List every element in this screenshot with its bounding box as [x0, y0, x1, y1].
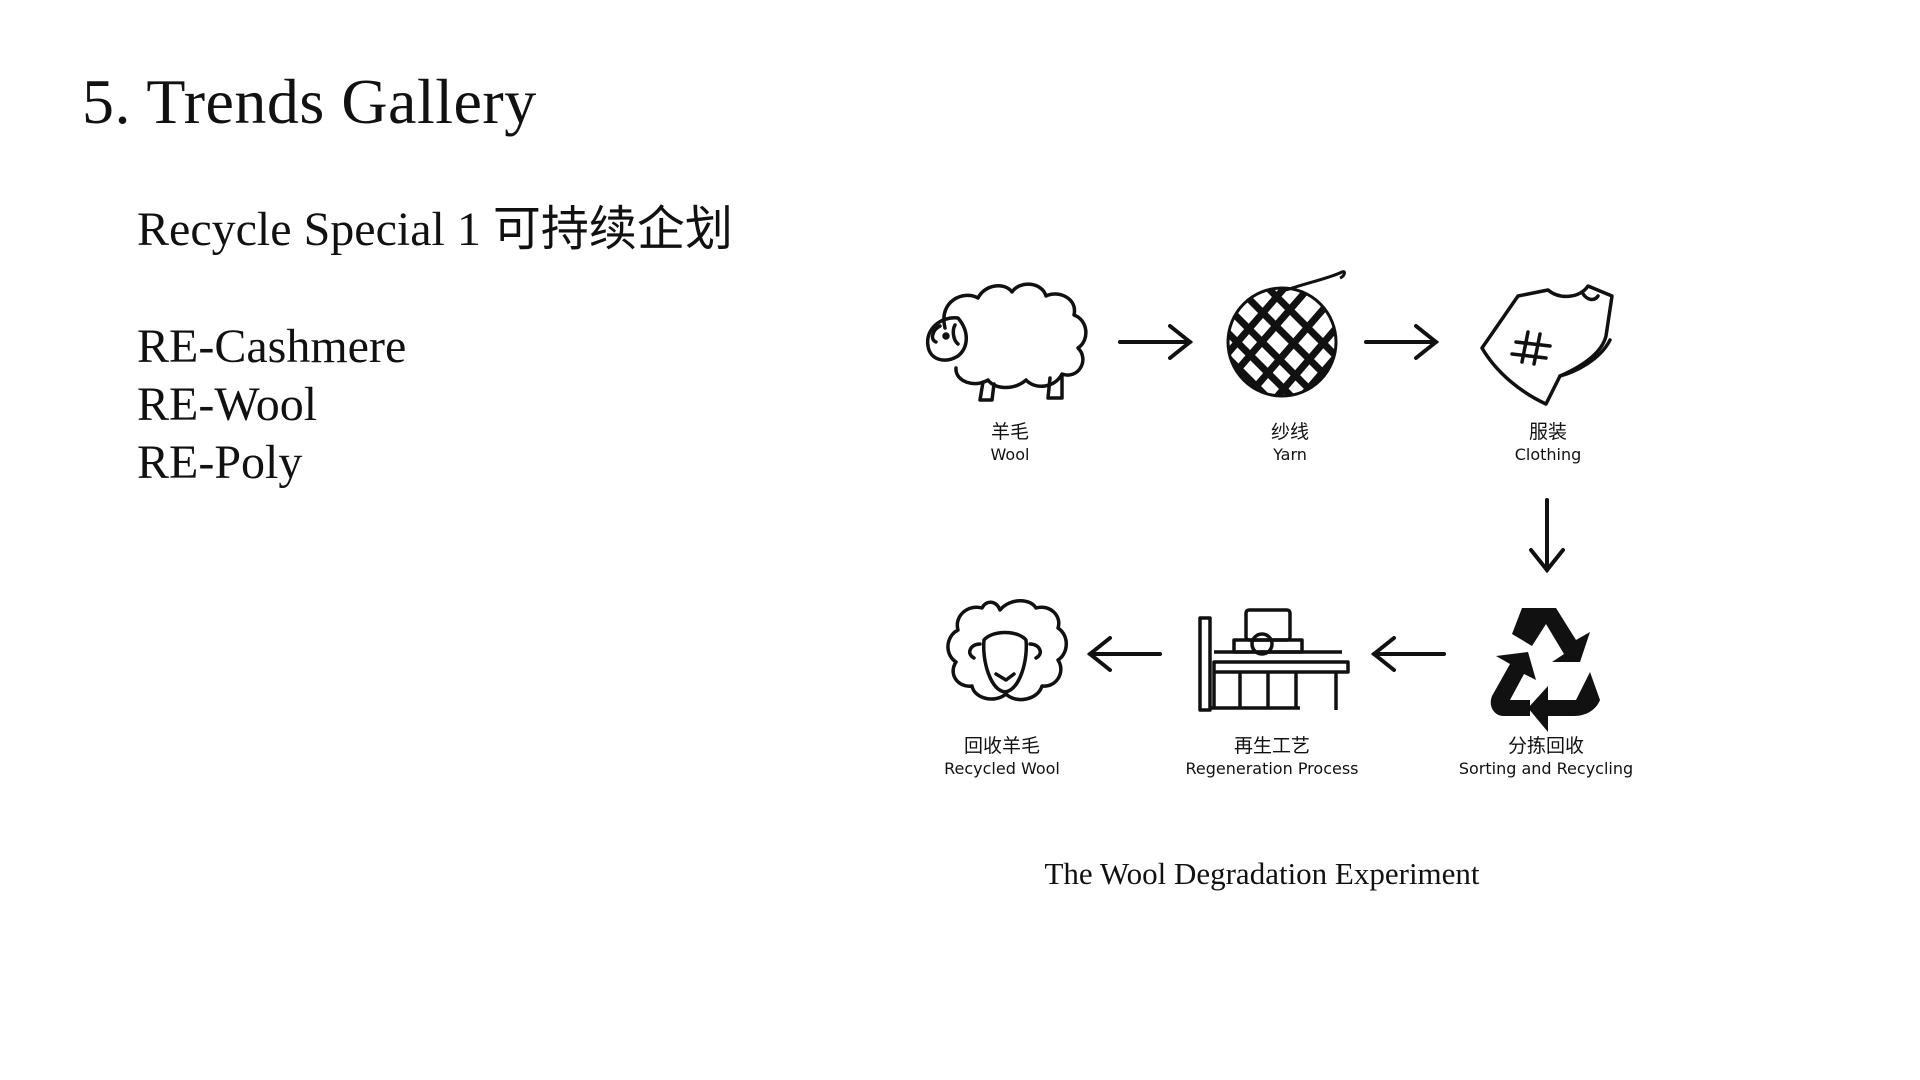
node-label-yarn: 纱线 Yarn: [1150, 420, 1430, 466]
node-label-zh: 分拣回收: [1507, 735, 1584, 757]
node-label-regeneration-process: 再生工艺 Regeneration Process: [1132, 734, 1412, 780]
item-list: RE-Cashmere RE-Wool RE-Poly: [137, 318, 406, 492]
node-label-en: Regeneration Process: [1185, 759, 1359, 778]
diagram-caption: The Wool Degradation Experiment: [1044, 856, 1480, 891]
node-label-en: Clothing: [1514, 445, 1582, 464]
arrow-left-icon: [1086, 636, 1162, 672]
slide-subtitle: Recycle Special 1 可持续企划: [137, 203, 733, 256]
node-label-zh: 纱线: [1270, 421, 1309, 443]
node-label-clothing: 服装 Clothing: [1408, 420, 1688, 466]
arrow-right-icon: [1118, 324, 1194, 360]
list-item-re-cashmere: RE-Cashmere: [137, 320, 407, 373]
recycled-wool-icon: [946, 599, 1068, 702]
recycle-icon: [1490, 608, 1600, 732]
node-label-sorting-recycling: 分拣回收 Sorting and Recycling: [1406, 734, 1686, 780]
arrow-right-icon: [1364, 324, 1440, 360]
node-label-en: Recycled Wool: [944, 759, 1060, 778]
node-label-en: Sorting and Recycling: [1458, 759, 1634, 778]
machine-icon: [1198, 608, 1350, 712]
node-label-en: Yarn: [1273, 445, 1307, 464]
clothing-tag-icon: [1480, 284, 1614, 406]
slide-title: 5. Trends Gallery: [82, 66, 537, 137]
node-label-en: Wool: [990, 445, 1030, 464]
arrow-down-icon: [1529, 498, 1565, 574]
node-label-zh: 服装: [1528, 421, 1567, 443]
list-item-re-wool: RE-Wool: [137, 378, 318, 431]
node-label-zh: 再生工艺: [1233, 735, 1310, 757]
node-label-zh: 回收羊毛: [963, 735, 1040, 757]
sheep-icon: [925, 282, 1088, 402]
list-item-re-poly: RE-Poly: [137, 436, 303, 489]
node-label-recycled-wool: 回收羊毛 Recycled Wool: [862, 734, 1142, 780]
node-label-zh: 羊毛: [990, 421, 1029, 443]
yarn-ball-icon: [1226, 270, 1346, 398]
node-label-wool: 羊毛 Wool: [870, 420, 1150, 466]
arrow-left-icon: [1370, 636, 1446, 672]
